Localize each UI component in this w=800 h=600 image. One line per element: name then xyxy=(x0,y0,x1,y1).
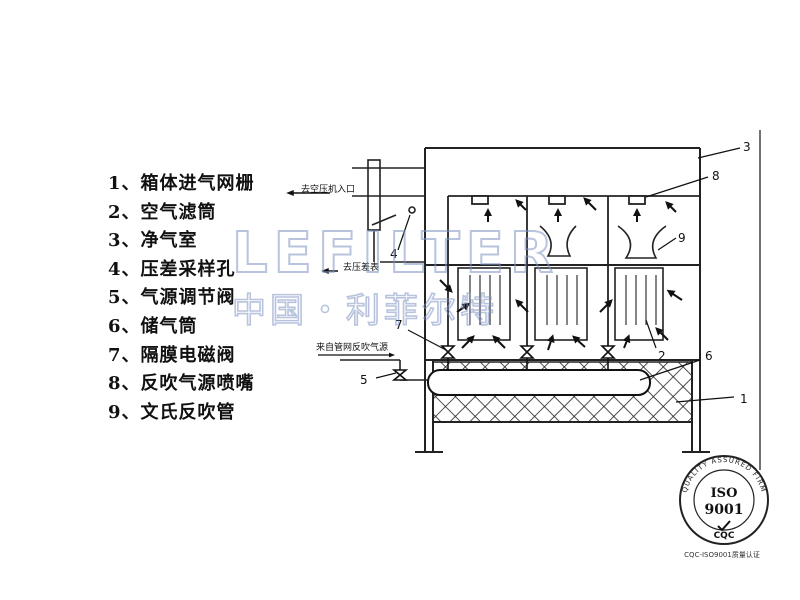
venturi-tubes xyxy=(539,225,667,259)
regulator-valve xyxy=(391,369,409,381)
label-backflush-source: 来自管网反吹气源 xyxy=(316,341,388,353)
callout-5: 5 xyxy=(360,373,368,387)
legend-item-6: 6、储气筒 xyxy=(108,315,198,337)
callout-4: 4 xyxy=(390,247,398,261)
legend-item-3: 3、净气室 xyxy=(108,230,198,252)
callout-6: 6 xyxy=(705,349,713,363)
cert-caption: CQC-ISO9001质量认证 xyxy=(684,550,760,559)
airflow-arrows xyxy=(439,197,683,351)
callout-9: 9 xyxy=(678,231,686,245)
cqc-text: CQC xyxy=(714,531,735,541)
legend-item-8: 8、反吹气源喷嘴 xyxy=(108,373,255,395)
watermark-cn: 中国・利菲尔特 xyxy=(232,291,498,331)
iso-text: ISO xyxy=(711,486,738,501)
callout-8: 8 xyxy=(712,169,720,183)
legend-item-9: 9、文氏反吹管 xyxy=(108,401,236,423)
legend-item-2: 2、空气滤筒 xyxy=(108,201,217,223)
callout-7: 7 xyxy=(395,318,403,332)
air-receiver-tank xyxy=(427,369,651,396)
callout-1: 1 xyxy=(740,392,748,406)
legend-item-7: 7、隔膜电磁阀 xyxy=(108,344,236,366)
callout-2: 2 xyxy=(658,349,666,363)
check-icon xyxy=(717,520,731,532)
legend-list: 1、箱体进气网栅 2、空气滤筒 3、净气室 4、压差采样孔 5、气源调节阀 6、… xyxy=(108,170,255,427)
label-pressure-diff: 去压差表 xyxy=(343,261,379,273)
callout-3: 3 xyxy=(743,140,751,154)
legend-item-5: 5、气源调节阀 xyxy=(108,287,236,309)
blowpipe xyxy=(447,195,700,350)
outlet-duct xyxy=(340,159,428,381)
iso-number: 9001 xyxy=(705,502,744,518)
watermark-brand: LEFILTER xyxy=(232,221,559,286)
diaphragm-valves xyxy=(440,345,616,370)
legend-item-4: 4、压差采样孔 xyxy=(108,258,236,280)
leader-lines xyxy=(375,147,741,403)
iso-certification-badge: QUALITY ASSURED FIRM ISO 9001 CQC CQC-IS… xyxy=(679,455,769,559)
label-compressor-inlet: 去空压机入口 xyxy=(301,183,355,195)
legend-item-1: 1、箱体进气网栅 xyxy=(108,173,255,194)
cartridge-pleats xyxy=(469,275,657,325)
